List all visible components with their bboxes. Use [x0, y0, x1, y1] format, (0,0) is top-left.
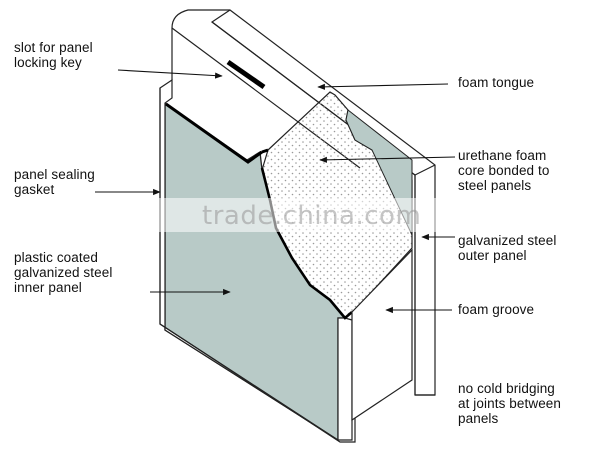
arrow-urethane-core	[319, 156, 456, 163]
label-sealing-gasket: panel sealing gasket	[14, 167, 95, 197]
label-slot-locking-key: slot for panel locking key	[14, 40, 93, 70]
label-foam-tongue: foam tongue	[458, 75, 535, 90]
leader-lines	[95, 69, 456, 314]
arrow-foam-tongue	[317, 83, 449, 90]
label-urethane-core: urethane foam core bonded to steel panel…	[458, 148, 550, 193]
arrow-slot	[117, 69, 223, 79]
watermark-band	[0, 198, 600, 232]
label-inner-panel: plastic coated galvanized steel inner pa…	[14, 250, 113, 295]
sealing-gasket	[165, 102, 269, 164]
outer-panel-face	[345, 109, 413, 236]
label-foam-groove: foam groove	[458, 302, 535, 317]
locking-key-slot	[226, 59, 266, 90]
foam-groove-box	[351, 248, 413, 422]
watermark-text: trade.china.com	[202, 201, 422, 231]
label-no-cold-bridging: no cold bridging at joints between panel…	[458, 381, 562, 426]
outer-panel-edge	[414, 164, 436, 396]
label-outer-panel: galvanized steel outer panel	[458, 233, 557, 263]
